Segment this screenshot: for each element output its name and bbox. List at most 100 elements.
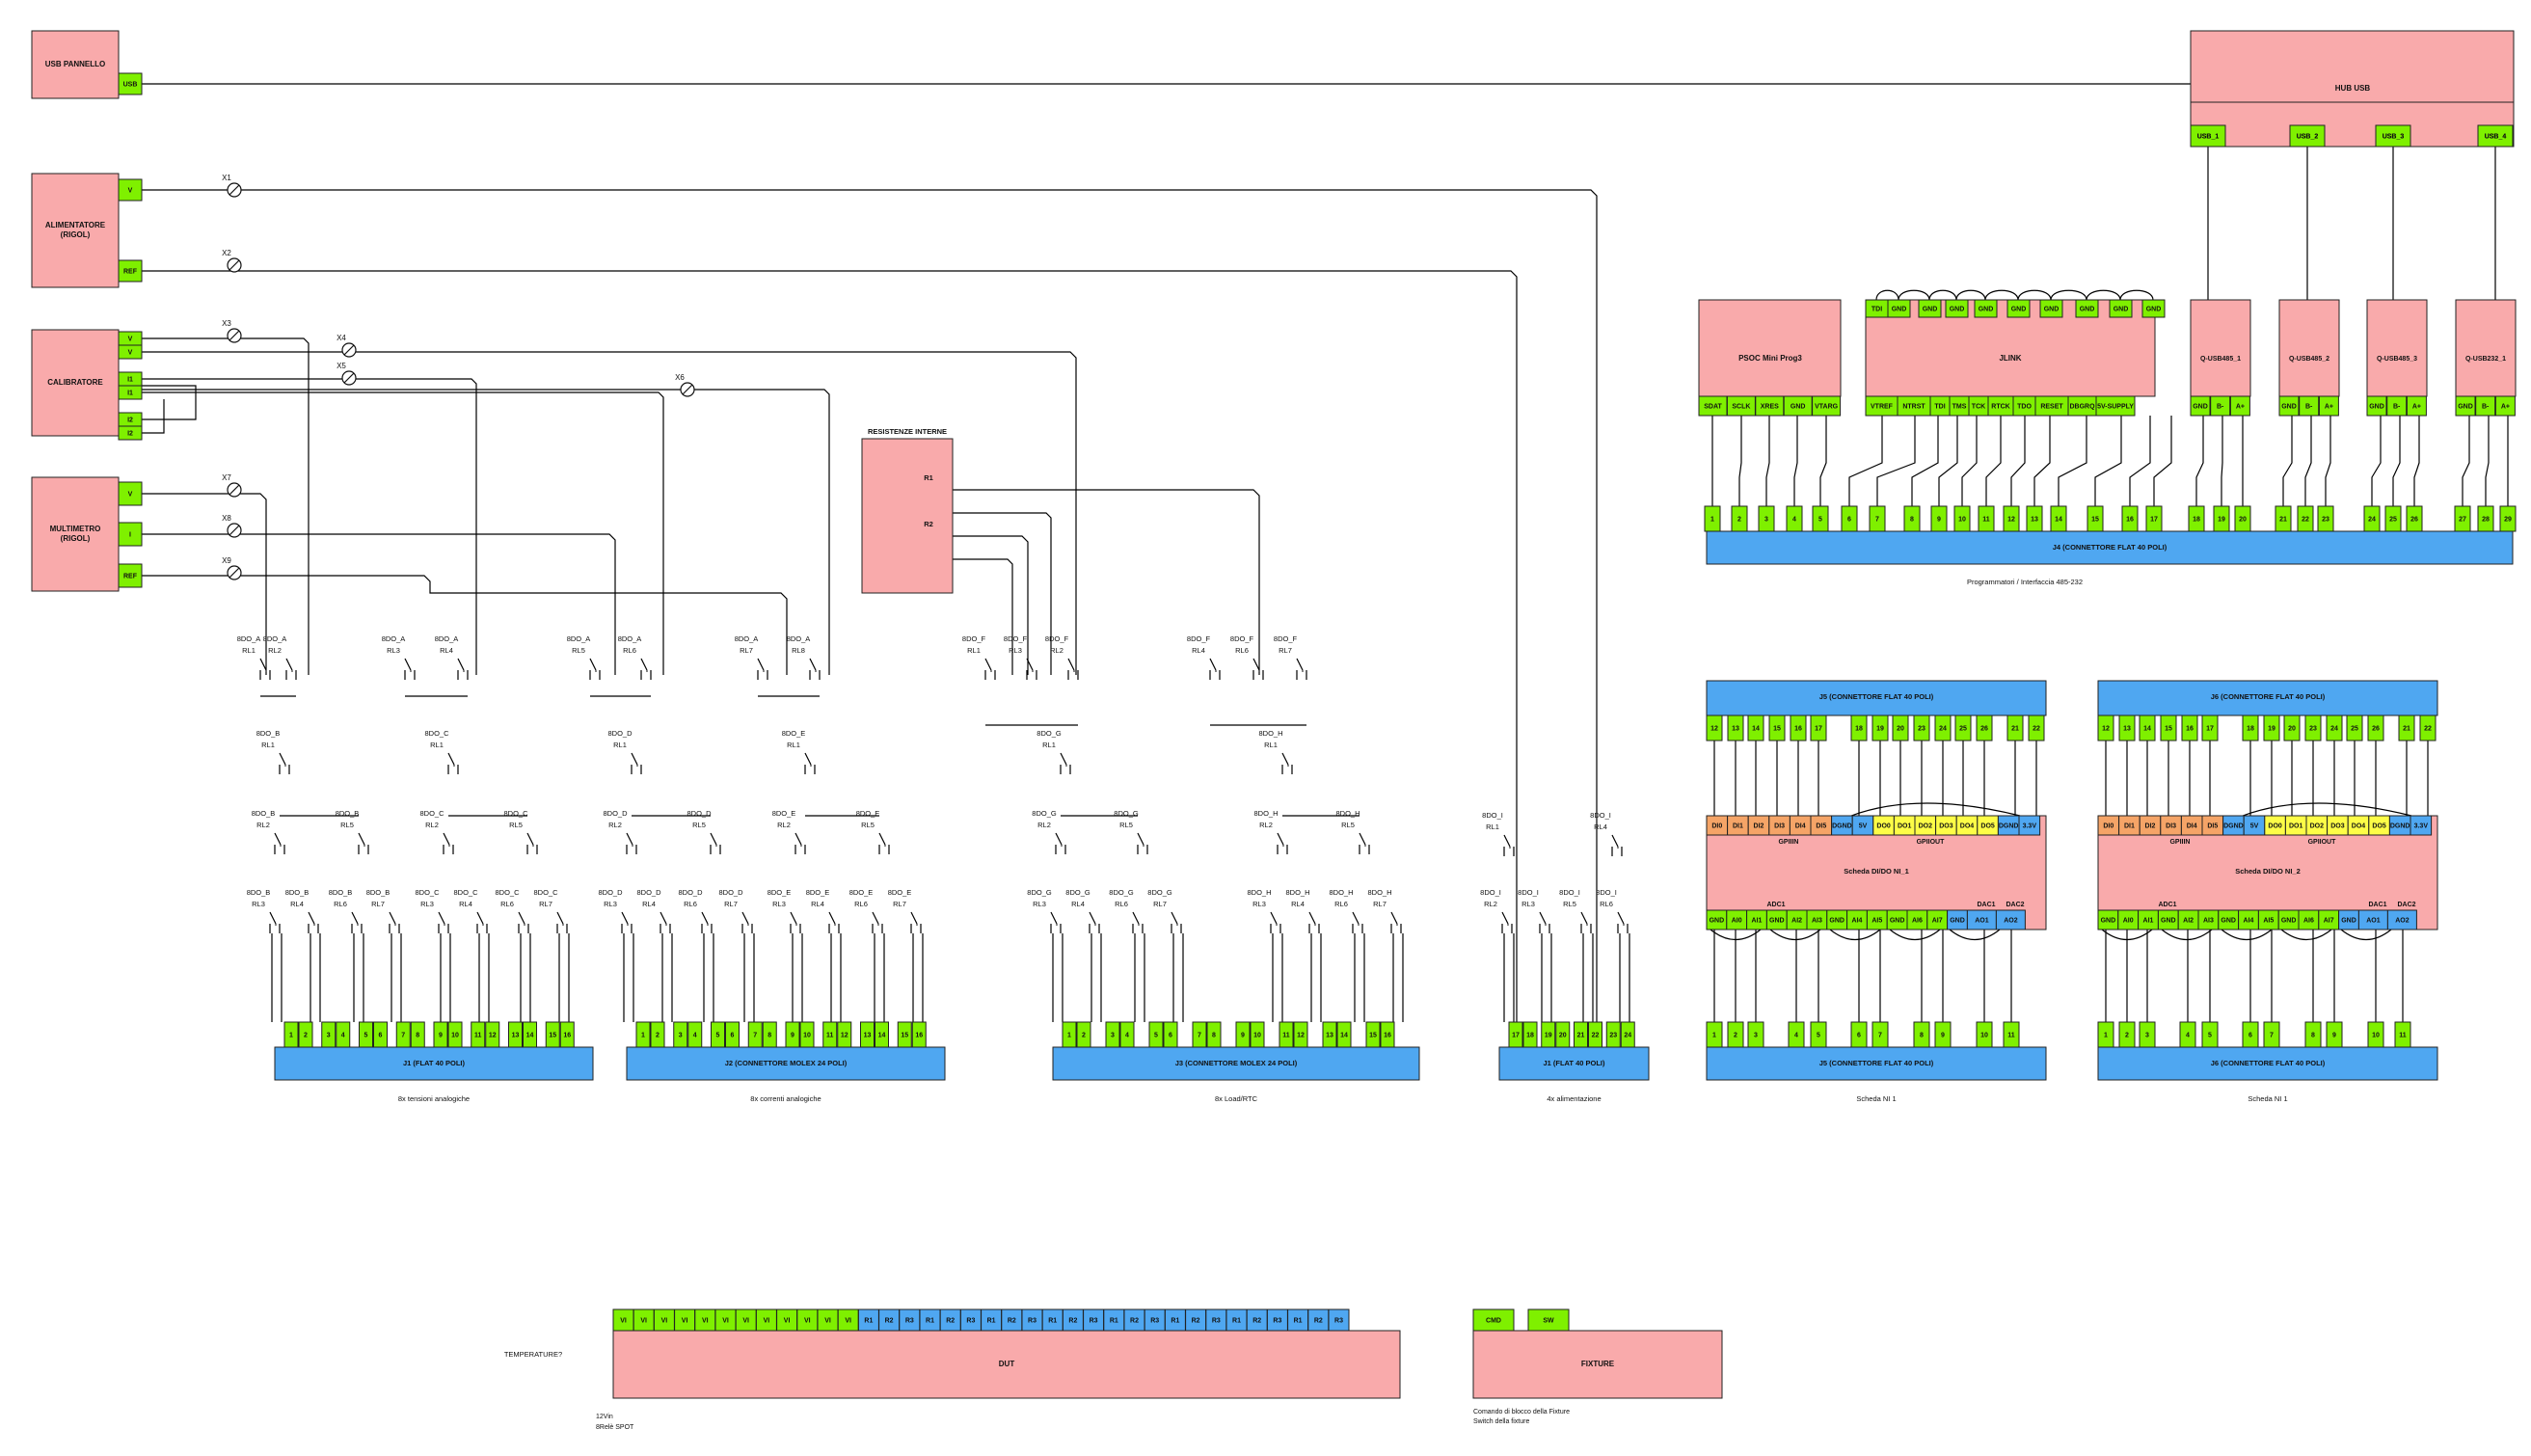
- j4-wire: [2094, 416, 2122, 506]
- bottom-connector-pin-label: 1: [1067, 1032, 1071, 1038]
- dut-r-pin-label: R3: [966, 1317, 975, 1324]
- relay-label: RL7: [740, 646, 753, 655]
- j4-pin: [2145, 505, 2163, 532]
- board-top-connector: [1706, 680, 2047, 716]
- relay-label: 8DO_B: [285, 888, 310, 897]
- board-brace: [2161, 929, 2213, 941]
- bottom-connector-pin-label: 24: [1624, 1032, 1631, 1038]
- qusb-block: [2278, 299, 2340, 397]
- relay-contact: [1171, 911, 1178, 925]
- bottom-connector-pin-label: 14: [878, 1032, 886, 1038]
- j4-pin: [2050, 505, 2067, 532]
- bottom-connector-pin: [433, 1021, 448, 1048]
- switch-label: X5: [337, 362, 346, 370]
- bottom-connector-caption: 4x alimentazione: [1547, 1094, 1601, 1103]
- relay-label: RL3: [387, 646, 400, 655]
- relay-label: 8DO_A: [382, 634, 406, 643]
- j4-pin: [2363, 505, 2381, 532]
- board-brace: [1769, 929, 1821, 941]
- bottom-connector-pin-label: 6: [731, 1032, 735, 1038]
- cal-x6-wire: [142, 389, 830, 675]
- board-analog-pin-label: GND: [2281, 917, 2297, 924]
- dut-r-pin-label: R3: [1150, 1317, 1159, 1324]
- jlink-jumper: [2119, 289, 2154, 301]
- board-top-pin: [2118, 715, 2136, 741]
- bottom-connector-pin: [1322, 1021, 1337, 1048]
- relay-label: RL3: [1033, 900, 1046, 908]
- relay-contact: [476, 911, 484, 925]
- relay-contact: [1067, 658, 1075, 671]
- j4-pin-label: 7: [1875, 516, 1879, 523]
- hub-usb-pin: [2375, 124, 2411, 148]
- bottom-connector-caption: 8x Load/RTC: [1215, 1094, 1258, 1103]
- j4-pin-label: 10: [1958, 516, 1966, 523]
- board-analog-pin-label: AI4: [1852, 917, 1863, 924]
- board-top-pin: [1706, 715, 1723, 741]
- board-top-pin: [1727, 715, 1744, 741]
- jlink-jumper: [1984, 289, 2019, 301]
- relay-label: 8DO_H: [1258, 729, 1282, 738]
- relay-contact: [443, 832, 450, 846]
- relay-label: RL6: [334, 900, 347, 908]
- relay-contact: [404, 658, 412, 671]
- board-io-pin-label: DI1: [1733, 822, 1743, 829]
- j4-wire: [2325, 416, 2331, 506]
- relay-label: 8DO_I: [1590, 811, 1611, 820]
- relay-label: 8DO_C: [533, 888, 558, 897]
- board-brace: [1829, 929, 1881, 941]
- board-brace: [2101, 929, 2153, 941]
- j4-wire: [1911, 416, 1939, 506]
- bottom-connector-pin: [1192, 1021, 1207, 1048]
- source-block: [31, 30, 120, 99]
- fixture-note: Switch della fixture: [1473, 1418, 1529, 1425]
- bottom-connector-pin: [1119, 1021, 1135, 1048]
- board-brace: [2221, 929, 2273, 941]
- jlink-bottom-pin-label: 5V-SUPPLY: [2097, 403, 2134, 410]
- relay-contact: [389, 911, 396, 925]
- board-bottom-pin-label: 3: [2145, 1032, 2149, 1038]
- relay-label: 8DO_D: [687, 809, 712, 818]
- board-bottom-pin-label: 2: [2125, 1032, 2129, 1038]
- bottom-connector-pin: [822, 1021, 838, 1048]
- jlink-top-pin: [1918, 299, 1942, 318]
- j4-wire: [2304, 416, 2312, 506]
- board-top-pin: [1768, 715, 1786, 741]
- board-brace: [2340, 929, 2392, 941]
- relay-label: RL4: [1291, 900, 1305, 908]
- board-bottom-pin-label: 3: [1754, 1032, 1758, 1038]
- bottom-connector-pin-label: 11: [826, 1032, 834, 1038]
- board-top-pin-label: 12: [1710, 725, 1718, 732]
- dut-r-pin-label: R2: [1252, 1317, 1261, 1324]
- relay-label: RL6: [1115, 900, 1128, 908]
- board-io-pin-label: DO5: [2372, 822, 2386, 829]
- relay-contact: [872, 911, 879, 925]
- switch-label: X3: [222, 319, 231, 328]
- dut-r-pin-label: R1: [1048, 1317, 1057, 1324]
- qusb-label: Q-USB485_1: [2200, 356, 2241, 363]
- relay-label: 8DO_C: [419, 809, 444, 818]
- jlink-top-pin-label: GND: [1923, 306, 1938, 312]
- relay-contact: [285, 658, 293, 671]
- j4-pin: [1704, 505, 1721, 532]
- jlink-top-pin-label: GND: [1950, 306, 1965, 312]
- resistor-label: R1: [924, 473, 933, 482]
- board-bottom-pin: [2097, 1021, 2114, 1048]
- qusb-pin-label: B-: [2482, 403, 2490, 410]
- j4-pin-label: 29: [2504, 516, 2512, 523]
- source-pin-label: I: [129, 531, 131, 538]
- jlink-top-pin: [2006, 299, 2031, 318]
- relay-label: 8DO_F: [1230, 634, 1254, 643]
- bottom-connector-pin-label: 23: [1609, 1032, 1617, 1038]
- j4-wire: [1985, 416, 2002, 506]
- jlink-top-pin-label: GND: [1979, 306, 1994, 312]
- jlink-bottom-pin-label: TDI: [1934, 403, 1945, 410]
- relay-contact: [878, 832, 886, 846]
- relay-label: 8DO_G: [1065, 888, 1090, 897]
- relay-contact: [910, 911, 918, 925]
- dut-r-pin-label: R1: [1110, 1317, 1118, 1324]
- bottom-connector-pin: [1336, 1021, 1352, 1048]
- bottom-connector-pin-label: 13: [1326, 1032, 1333, 1038]
- board-io-pin-label: DI1: [2124, 822, 2135, 829]
- board-gpiin: GPIIIN: [2169, 839, 2190, 846]
- bottom-connector-pin: [1605, 1021, 1621, 1048]
